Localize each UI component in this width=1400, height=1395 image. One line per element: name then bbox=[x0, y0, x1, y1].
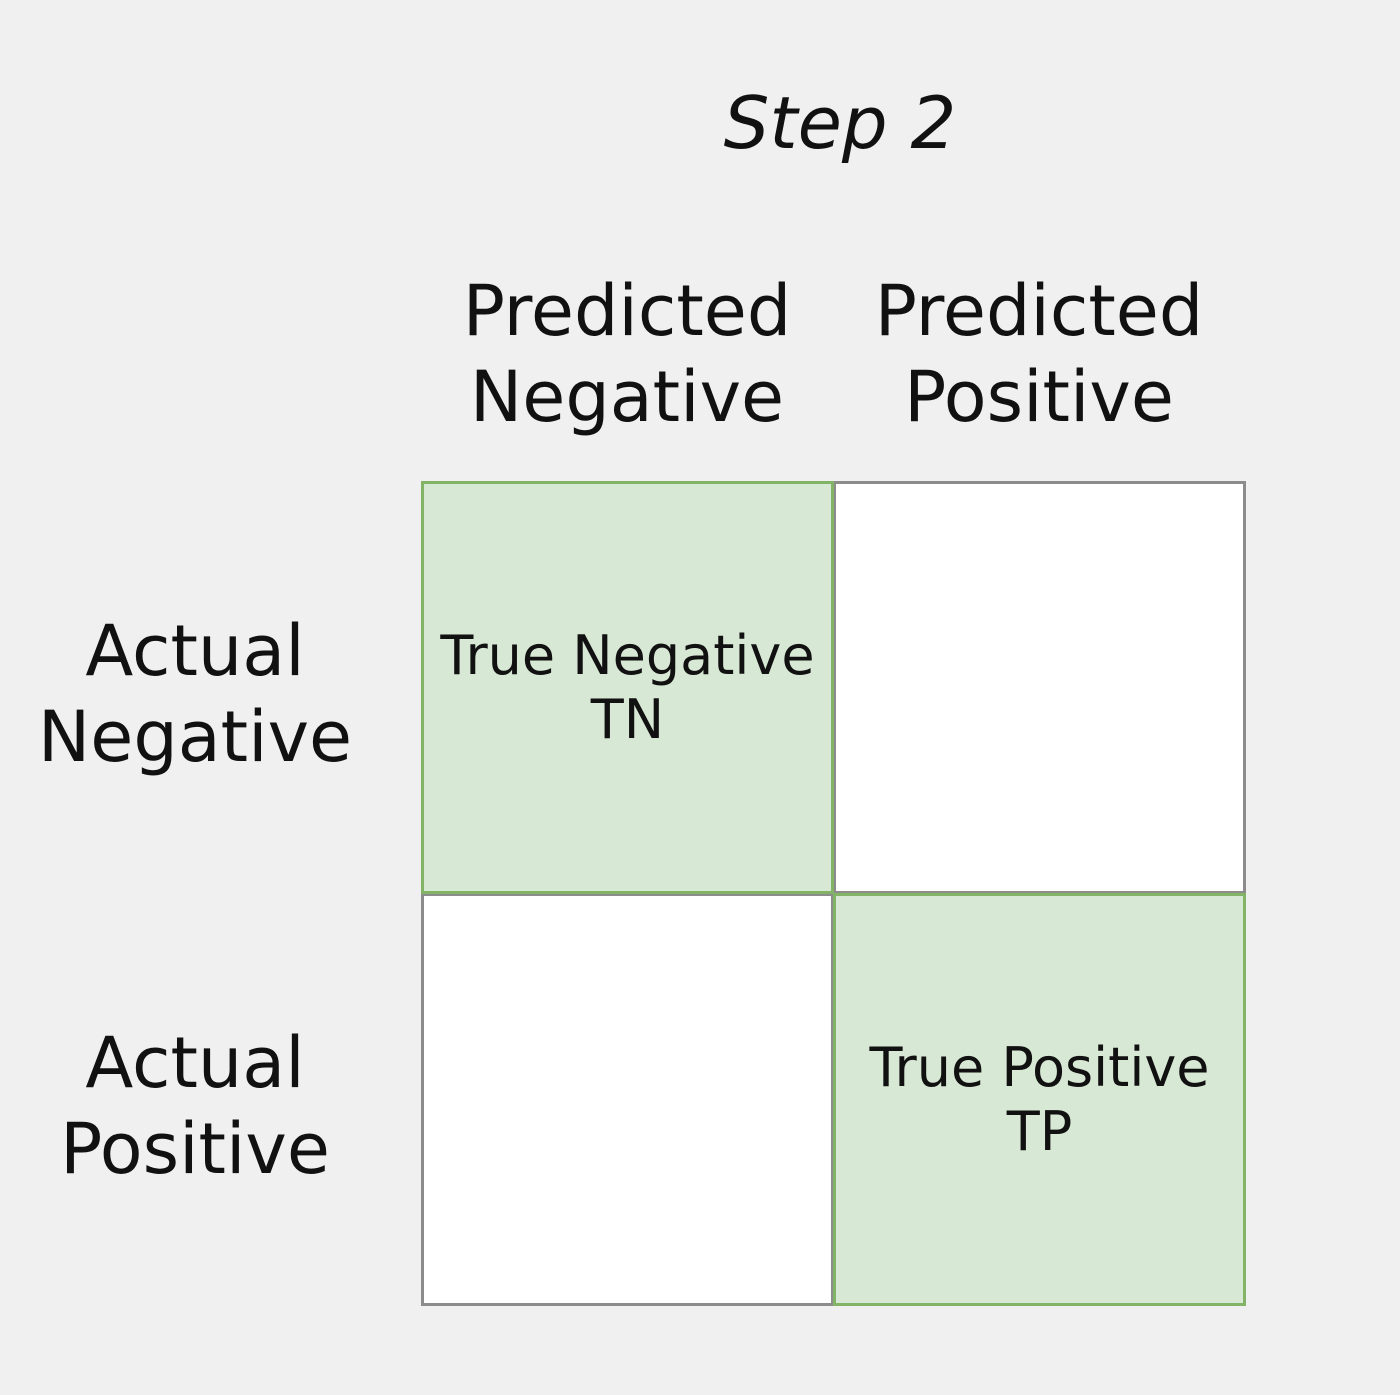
column-header-line2: Negative bbox=[469, 356, 785, 438]
row-header-actual-positive: Actual Positive bbox=[20, 1020, 370, 1192]
row-header-line1: Actual bbox=[85, 1022, 305, 1104]
column-header-predicted-negative: Predicted Negative bbox=[421, 268, 833, 440]
row-header-line2: Positive bbox=[60, 1108, 330, 1190]
cell-false-negative bbox=[421, 893, 834, 1306]
column-header-line1: Predicted bbox=[462, 270, 792, 352]
row-header-line1: Actual bbox=[85, 610, 305, 692]
column-header-line1: Predicted bbox=[874, 270, 1204, 352]
cell-abbr: TN bbox=[590, 687, 665, 751]
column-header-line2: Positive bbox=[904, 356, 1174, 438]
cell-abbr: TP bbox=[1006, 1099, 1073, 1163]
cell-label: True Positive bbox=[869, 1035, 1210, 1099]
row-header-actual-negative: Actual Negative bbox=[20, 608, 370, 780]
cell-label: True Negative bbox=[440, 623, 815, 687]
diagram-title: Step 2 bbox=[723, 81, 957, 165]
cell-true-positive: True Positive TP bbox=[833, 893, 1246, 1306]
row-header-line2: Negative bbox=[37, 696, 353, 778]
cell-true-negative: True Negative TN bbox=[421, 481, 834, 894]
column-header-predicted-positive: Predicted Positive bbox=[833, 268, 1245, 440]
cell-false-positive bbox=[833, 481, 1246, 894]
